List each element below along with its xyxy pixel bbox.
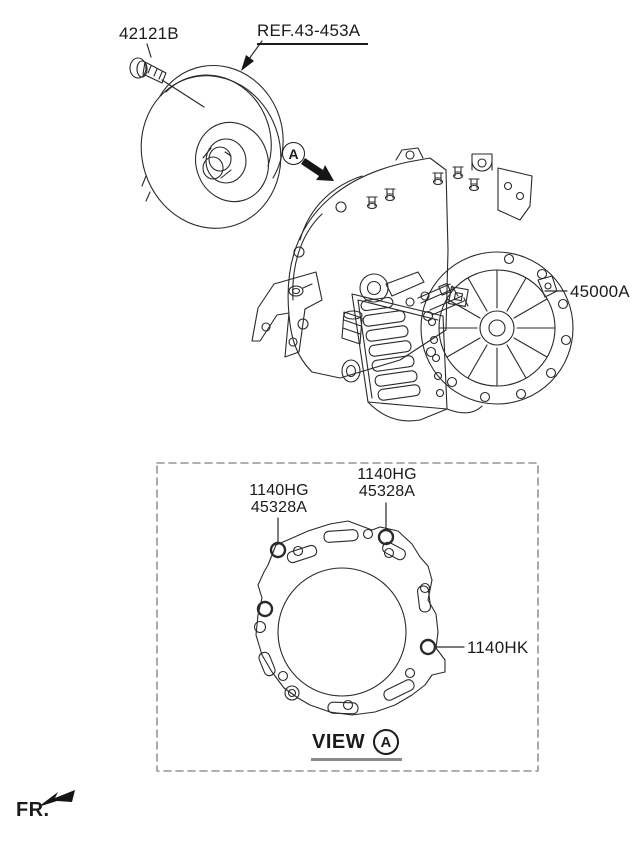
callout-converter-ref: REF.43-453A <box>257 21 369 45</box>
mount-bracket-art <box>251 271 323 358</box>
gasket-view-art <box>253 520 446 716</box>
cover-ribs <box>360 296 421 401</box>
gasket-slots <box>258 529 432 715</box>
converter-bolt-art <box>129 57 167 84</box>
fr-direction-arrow-icon <box>38 790 75 807</box>
transaxle-art <box>251 147 574 422</box>
callout-gasket-left-line1: 1140HG <box>249 482 309 499</box>
gasket-small-holes <box>253 528 431 711</box>
view-caption-label: VIEW <box>312 730 366 753</box>
section-a-arrow-icon <box>301 158 334 181</box>
view-caption-underline <box>311 758 402 761</box>
leader-converter-bolt <box>146 43 152 58</box>
view-caption: VIEW A <box>312 729 400 755</box>
callout-transaxle: 45000A <box>570 282 630 301</box>
ref-arrowhead-icon <box>241 55 254 71</box>
end-cover-spokes <box>438 269 556 387</box>
view-detail-box <box>156 462 539 772</box>
view-caption-marker: A <box>373 729 400 755</box>
stud-bolts <box>366 166 480 210</box>
callout-gasket-left: 1140HG 45328A <box>246 482 312 516</box>
callout-gasket-top: 1140HG 45328A <box>354 466 420 500</box>
section-a-marker: A <box>282 142 305 165</box>
callout-converter-bolt: 42121B <box>119 24 179 43</box>
gasket-callout-holes <box>256 528 437 656</box>
callout-gasket-left-line2: 45328A <box>250 499 308 516</box>
callout-gasket-right: 1140HK <box>467 638 529 657</box>
callout-gasket-top-line2: 45328A <box>358 483 416 500</box>
front-direction-label: FR. <box>16 799 50 821</box>
torque-converter-art <box>140 64 284 229</box>
callout-gasket-top-line1: 1140HG <box>357 466 417 483</box>
end-cover-bolts <box>422 253 572 403</box>
